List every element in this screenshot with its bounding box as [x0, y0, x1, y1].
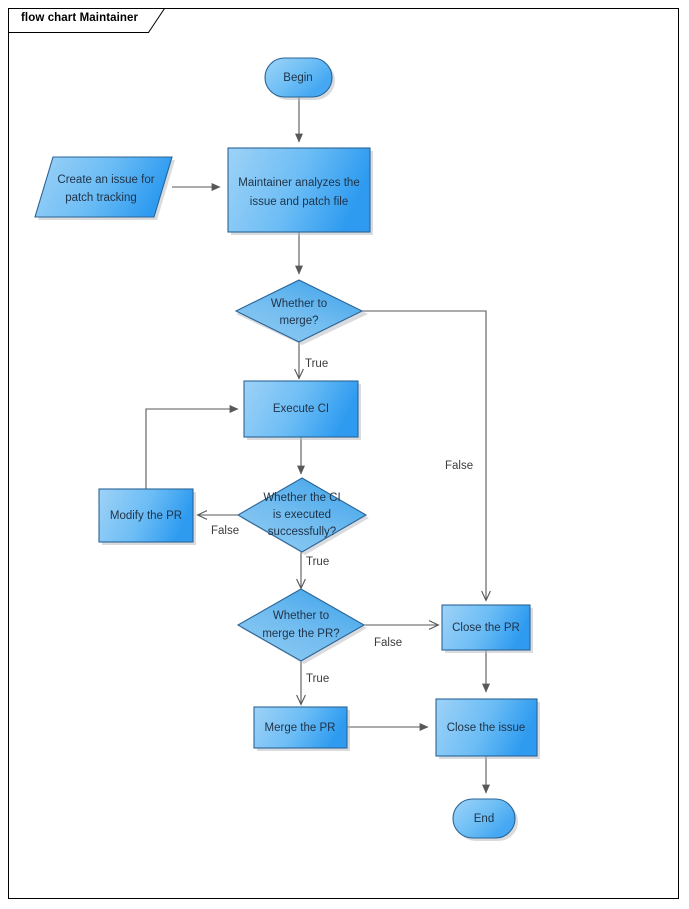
edge-label-whether-merge-true: True [305, 358, 328, 370]
node-begin[interactable]: Begin [264, 57, 335, 100]
close-issue-label: Close the issue [447, 722, 526, 734]
close-pr-shape [441, 604, 531, 651]
modify-pr-shape [98, 488, 194, 543]
ci-success-shape [236, 477, 368, 553]
close-pr-label: Close the PR [452, 622, 520, 634]
node-close-issue[interactable]: Close the issue [435, 698, 540, 759]
end-label: End [474, 813, 494, 825]
node-merge-pr-question[interactable]: Whether to merge the PR? [236, 588, 367, 664]
merge-pr-question-label-line1: Whether to [273, 610, 329, 622]
node-layer: Begin Create an issue for patch tracking… [34, 57, 540, 841]
node-ci-success[interactable]: Whether the CI is executed successfully? [236, 477, 369, 555]
edge-label-ci-success-false: False [211, 525, 239, 537]
edge-label-layer: True False False True False True [211, 358, 473, 685]
modify-pr-label: Modify the PR [110, 510, 182, 522]
merge-pr-label: Merge the PR [265, 722, 336, 734]
execute-ci-label: Execute CI [273, 403, 329, 415]
create-issue-label-line2: patch tracking [65, 192, 137, 204]
node-whether-merge[interactable]: Whether to merge? [234, 279, 368, 345]
close-issue-shape [435, 698, 538, 757]
analyze-label-line2: issue and patch file [250, 196, 348, 208]
node-analyze[interactable]: Maintainer analyzes the issue and patch … [227, 147, 373, 235]
begin-label: Begin [283, 72, 312, 84]
node-modify-pr[interactable]: Modify the PR [98, 488, 196, 545]
edge-label-merge-pr-question-true: True [306, 673, 329, 685]
whether-merge-label-line1: Whether to [271, 298, 327, 310]
analyze-label-line1: Maintainer analyzes the [238, 177, 359, 189]
begin-shape [264, 57, 333, 98]
edge-modify-pr-to-execute-ci [145, 405, 239, 489]
whether-merge-shape [234, 279, 364, 343]
merge-pr-question-shape [236, 588, 366, 662]
merge-pr-shape [253, 706, 348, 749]
node-merge-pr[interactable]: Merge the PR [253, 706, 350, 751]
ci-success-label-line2: is executed [273, 509, 331, 521]
create-issue-label-line1: Create an issue for [57, 174, 154, 186]
edge-label-merge-pr-question-false: False [374, 637, 402, 649]
edge-layer [145, 97, 491, 794]
create-issue-shape [34, 156, 173, 218]
diagram-title: flow chart Maintainer [21, 12, 139, 24]
node-close-pr[interactable]: Close the PR [441, 604, 533, 653]
merge-pr-question-label-line2: merge the PR? [262, 628, 339, 640]
node-create-issue[interactable]: Create an issue for patch tracking [34, 156, 175, 220]
node-end[interactable]: End [452, 798, 518, 841]
whether-merge-label-line2: merge? [280, 315, 319, 327]
edge-label-whether-merge-false: False [445, 460, 473, 472]
analyze-shape [227, 147, 371, 233]
end-shape [452, 798, 516, 839]
ci-success-label-line3: successfully? [268, 526, 336, 538]
node-execute-ci[interactable]: Execute CI [243, 380, 361, 440]
ci-success-label-line1: Whether the CI [263, 492, 340, 504]
title-tab-shape [8, 8, 166, 33]
execute-ci-shape [243, 380, 359, 438]
edge-whether-merge-false-to-close-pr [362, 310, 491, 602]
edge-label-ci-success-true: True [306, 556, 329, 568]
